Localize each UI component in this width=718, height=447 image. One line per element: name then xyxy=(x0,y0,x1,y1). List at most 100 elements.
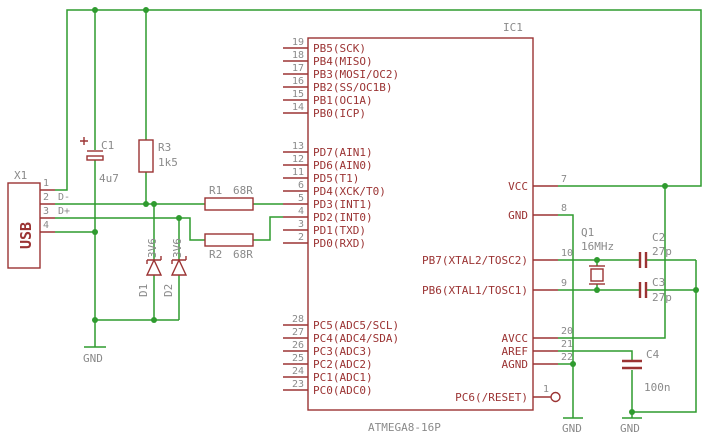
capacitor-c4[interactable]: C4 100n xyxy=(622,348,671,394)
signal-label-dplus: D+ xyxy=(58,206,70,217)
usb-connector[interactable]: X1 USB 1 2 3 4 D- D+ xyxy=(7,169,70,269)
pin-label: GND xyxy=(508,209,528,222)
pin-label: PD0(RXD) xyxy=(313,237,366,250)
diode-d2[interactable]: D2 3V6 xyxy=(162,238,188,297)
part-value: 68R xyxy=(233,184,253,197)
pin-label: PC2(ADC2) xyxy=(313,358,373,371)
pin-label: PD2(INT0) xyxy=(313,211,373,224)
part-name: C2 xyxy=(652,231,665,244)
pin-label: PC5(ADC5/SCL) xyxy=(313,319,399,332)
pin-label: PC0(ADC0) xyxy=(313,384,373,397)
ground-symbol-left: GND xyxy=(83,352,103,365)
part-value: 68R xyxy=(233,248,253,261)
pin-number: 12 xyxy=(292,154,304,165)
pin-number: 11 xyxy=(292,167,304,178)
pin-label: PC3(ADC3) xyxy=(313,345,373,358)
resistor-r3[interactable]: R3 1k5 xyxy=(138,139,178,173)
pin-label: PB2(SS/OC1B) xyxy=(313,81,392,94)
capacitor-c1[interactable]: C1 4u7 xyxy=(80,137,119,185)
part-value: 4u7 xyxy=(99,172,119,185)
ic-body xyxy=(307,37,534,411)
usb-body xyxy=(7,182,41,269)
pin-number: 3 xyxy=(298,219,304,230)
ground-label: GND xyxy=(562,422,582,435)
part-name: R1 xyxy=(209,184,222,197)
pin-number: 10 xyxy=(561,248,573,259)
part-name: Q1 xyxy=(581,226,594,239)
resistor-body xyxy=(204,233,254,247)
part-value: 3V6 xyxy=(171,238,184,258)
pin-number: 14 xyxy=(292,102,304,113)
pin-label: PD5(T1) xyxy=(313,172,359,185)
part-name: D2 xyxy=(162,284,175,297)
pin-label: PD4(XCK/T0) xyxy=(313,185,386,198)
pin-label: PD3(INT1) xyxy=(313,198,373,211)
part-name: C4 xyxy=(646,348,660,361)
pin-label: PB4(MISO) xyxy=(313,55,373,68)
pin-number: 21 xyxy=(561,339,573,350)
resistor-r2[interactable]: R2 68R xyxy=(204,233,254,261)
diode-triangle xyxy=(170,258,188,276)
ic-part-number: ATMEGA8-16P xyxy=(368,421,441,434)
cap-plate-bottom xyxy=(86,155,104,161)
pin-label: PB5(SCK) xyxy=(313,42,366,55)
net-dplus xyxy=(55,216,283,260)
ic-atmega8[interactable]: IC1 ATMEGA8-16P 19 18 17 16 15 14 13 12 … xyxy=(283,21,573,434)
pin-number: 15 xyxy=(292,89,304,100)
pin-label: PB0(ICP) xyxy=(313,107,366,120)
pin-number: 27 xyxy=(292,327,304,338)
pin-label: PB6(XTAL1/TOSC1) xyxy=(422,284,528,297)
pin-label: PD1(TXD) xyxy=(313,224,366,237)
pin-label: PD7(AIN1) xyxy=(313,146,373,159)
pin-number: 20 xyxy=(561,326,573,337)
usb-pin-number: 1 xyxy=(43,178,49,189)
net-dminus xyxy=(55,172,283,260)
pin-number: 6 xyxy=(298,180,304,191)
ground-symbol-right-2: GND xyxy=(620,422,640,435)
pin-number: 25 xyxy=(292,353,304,364)
part-name: D1 xyxy=(137,284,150,297)
pin-label: PC1(ADC1) xyxy=(313,371,373,384)
junction-dots xyxy=(92,7,699,415)
pin-number: 5 xyxy=(298,193,304,204)
pin-number: 23 xyxy=(292,379,304,390)
diode-d1[interactable]: D1 3V6 xyxy=(137,238,163,297)
part-value: 3V6 xyxy=(146,238,159,258)
diode-triangle xyxy=(145,258,163,276)
resistor-r1[interactable]: R1 68R xyxy=(204,184,254,211)
pin-label: PC6(/RESET) xyxy=(455,391,528,404)
ic-left-pin-stubs xyxy=(283,47,308,391)
pin-label: VCC xyxy=(508,180,528,193)
pin-number: 9 xyxy=(561,278,567,289)
net-gnd-right xyxy=(558,214,583,419)
pin-number: 28 xyxy=(292,314,304,325)
reset-inversion-bubble xyxy=(550,391,561,403)
resistor-body xyxy=(204,197,254,211)
capacitor-c2[interactable]: C2 27p xyxy=(638,231,672,268)
part-name: C3 xyxy=(652,276,665,289)
usb-designator: X1 xyxy=(14,169,27,182)
ic-right-pin-stubs xyxy=(533,185,558,398)
pin-number: 16 xyxy=(292,76,304,87)
crystal-body xyxy=(590,268,604,282)
pin-label: PB1(OC1A) xyxy=(313,94,373,107)
pin-number: 17 xyxy=(292,63,304,74)
usb-pin-number: 4 xyxy=(43,220,49,231)
part-value: 16MHz xyxy=(581,240,614,253)
part-name: R2 xyxy=(209,248,222,261)
pin-number: 18 xyxy=(292,50,304,61)
net-vcc xyxy=(55,9,702,339)
pin-number: 24 xyxy=(292,366,304,377)
plus-sign-icon xyxy=(80,137,88,145)
capacitor-c3[interactable]: C3 27p xyxy=(638,276,672,304)
crystal-q1[interactable]: Q1 16MHz xyxy=(581,226,614,285)
pin-label: AVCC xyxy=(502,332,529,345)
pin-number: 2 xyxy=(298,232,304,243)
part-name: C1 xyxy=(101,139,114,152)
pin-number: 13 xyxy=(292,141,304,152)
pin-label: PB3(MOSI/OC2) xyxy=(313,68,399,81)
pin-label: PB7(XTAL2/TOSC2) xyxy=(422,254,528,267)
part-name: R3 xyxy=(158,141,171,154)
